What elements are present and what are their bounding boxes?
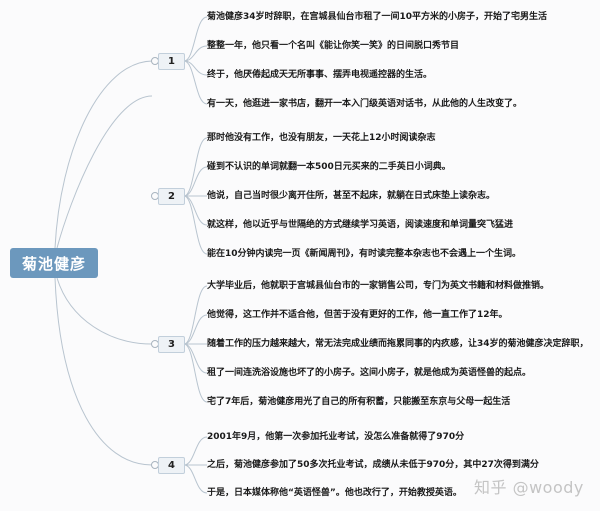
leaf-node[interactable]: 终于，他厌倦起成天无所事事、摆弄电视遥控器的生活。 [207, 70, 433, 80]
leaf-node[interactable]: 他说，自己当时很少离开住所，甚至不起床，就躺在日式床垫上读杂志。 [207, 191, 496, 201]
leaf-node[interactable]: 租了一间连洗浴设施也坏了的小房子。这间小房子，就是他成为英语怪兽的起点。 [207, 368, 532, 378]
leaf-node[interactable]: 菊池健彦34岁时辞职，在宫城县仙台市租了一间10平方米的小房子，开始了宅男生活 [207, 12, 548, 22]
branch-node-4[interactable]: 4 [158, 457, 185, 474]
leaf-node[interactable]: 碰到不认识的单词就翻一本500日元买来的二手英日小词典。 [207, 162, 451, 172]
leaf-node[interactable]: 之后，菊池健彦参加了50多次托业考试，成绩从未低于970分，其中27次得到满分 [207, 460, 539, 470]
leaf-node[interactable]: 随着工作的压力越来越大，常无法完成业绩而拖累同事的内疚感，让34岁的菊池健彦决定… [207, 339, 589, 349]
watermark: 知乎 @woody [474, 478, 584, 497]
root-node[interactable]: 菊池健彦 [10, 248, 98, 278]
leaf-node[interactable]: 有一天，他逛进一家书店，翻开一本入门级英语对话书，从此他的人生改变了。 [207, 99, 523, 109]
branch-node-1[interactable]: 1 [158, 53, 185, 70]
leaf-node[interactable]: 宅了7年后，菊池健彦用光了自己的所有积蓄，只能搬至东京与父母一起生活 [207, 397, 511, 407]
branch-node-3[interactable]: 3 [158, 336, 185, 353]
leaf-node[interactable]: 大学毕业后，他就职于宫城县仙台市的一家销售公司，专门为英文书籍和材料做推销。 [207, 281, 550, 291]
leaf-node[interactable]: 于是，日本媒体称他“英语怪兽”。他也改行了，开始教授英语。 [207, 488, 462, 498]
leaf-node[interactable]: 那时他没有工作，也没有朋友，一天花上12小时阅读杂志 [207, 133, 436, 143]
leaf-node[interactable]: 能在10分钟内读完一页《新闻周刊》，有时读完整本杂志也不会遇上一个生词。 [207, 249, 522, 259]
leaf-node[interactable]: 就这样，他以近乎与世隔绝的方式继续学习英语，阅读速度和单词量突飞猛进 [207, 220, 514, 230]
leaf-node[interactable]: 整整一年，他只看一个名叫《能让你笑一笑》的日间脱口秀节目 [207, 41, 460, 51]
branch-node-2[interactable]: 2 [158, 188, 185, 205]
leaf-node[interactable]: 2001年9月，他第一次参加托业考试，没怎么准备就得了970分 [207, 432, 465, 442]
leaf-node[interactable]: 他觉得，这工作并不适合他，但苦于没有更好的工作，他一直工作了12年。 [207, 310, 508, 320]
